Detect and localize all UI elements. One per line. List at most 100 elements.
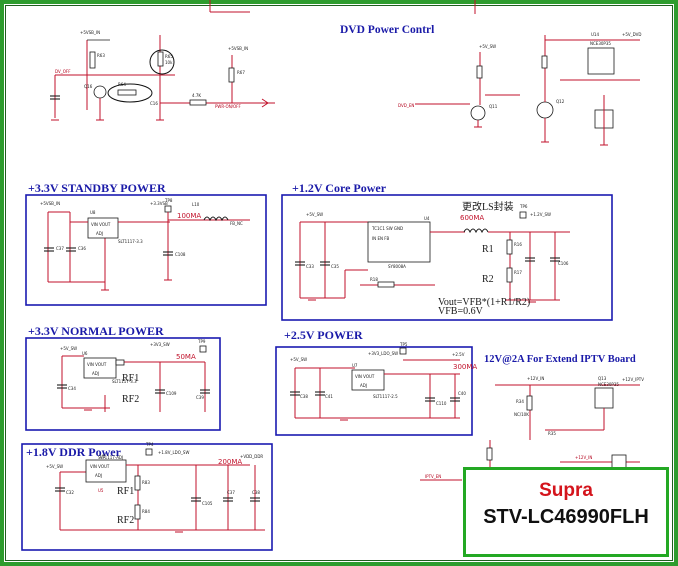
- highlight-circle-r65: [149, 49, 175, 75]
- testpoint-tp6: [519, 211, 527, 219]
- label-nm-adj: ADJ: [92, 371, 99, 376]
- label-v25-adj: ADJ: [360, 383, 367, 388]
- resistor-r67: [228, 67, 235, 83]
- note-r1: R1: [482, 244, 494, 255]
- standby-power-circuit: +5VSB_IN C37 C36 U8 VIN VOUT ADJ SLT1117…: [40, 198, 250, 291]
- note-nm-rf2: RF2: [122, 394, 139, 405]
- resistor-r65: [157, 51, 164, 67]
- label-r63: R63: [97, 53, 105, 58]
- label-nm-tp: TP9: [197, 339, 206, 344]
- v25-power-circuit: +5V_SW +3V3_LDO_SW TP5 C38 C41 U7 VIN VO…: [290, 342, 477, 421]
- resistor-r63: [89, 51, 96, 69]
- label-dvd-5vsb-in: +5VSB_IN: [80, 30, 100, 35]
- label-core-tp: TP6: [519, 204, 528, 209]
- testpoint-tp8: [164, 205, 172, 213]
- mosfet-q13: [594, 387, 614, 409]
- regulator-sb-u8: [87, 217, 119, 239]
- label-ip-in: +12V_IN: [527, 376, 544, 381]
- label-core-r17: R17: [514, 270, 522, 275]
- testpoint-tp5: [399, 347, 407, 355]
- transistor-q12: [536, 101, 554, 119]
- label-v25-u7: U7: [352, 363, 358, 368]
- label-ddr-tp: TP4: [145, 442, 154, 447]
- label-sb-vin: VIN VOUT: [91, 222, 111, 227]
- mosfet-u14: [587, 47, 615, 75]
- resistor-r34: [526, 395, 533, 411]
- label-sb-u8: U8: [90, 210, 96, 215]
- label-v25-in2: +3V3_LDO_SW: [368, 351, 398, 356]
- normal-power-circuit: +5V_SW C34 U6 VIN VOUT ADJ SLT1117-3.3 +…: [57, 339, 210, 412]
- label-v25-out: +2.5V: [452, 352, 465, 357]
- regulator-core-u4: [367, 221, 431, 263]
- testpoint-tp4: [145, 448, 153, 456]
- label-sb-c36: C36: [78, 246, 86, 251]
- label-nm-c39: C39: [196, 395, 204, 400]
- core-power-circuit: +5V_SW C33 C35 U4 TC1C1 SW GND IN EN FB …: [295, 200, 570, 317]
- note-200ma: 200MA: [218, 458, 242, 466]
- label-ip-5v: +12V_IN: [575, 455, 592, 460]
- label-core-c33: C33: [306, 264, 314, 269]
- label-r65-value: 10k: [165, 60, 173, 65]
- resistor-ip-r36: [486, 447, 493, 461]
- note-600ma: 600MA: [460, 214, 484, 222]
- label-ip-en: IPTV_EN: [425, 474, 441, 479]
- label-ddr-c37: C37: [227, 490, 235, 495]
- regulator-v25-u7: [351, 369, 385, 391]
- label-dvd-5v-sw: +5V_SW: [479, 44, 496, 49]
- label-ddr-r84: R84: [142, 509, 150, 514]
- resistor-r64: [117, 89, 137, 96]
- label-sb-tp: TP8: [164, 198, 173, 203]
- title-25v-power: +2.5V POWER: [284, 328, 363, 342]
- resistor-r83: [134, 475, 141, 491]
- label-nm-vin: VIN VOUT: [87, 362, 107, 367]
- label-v25-c41: C41: [325, 394, 333, 399]
- label-nm-u6: U6: [82, 351, 88, 356]
- brand-label-box: Supra STV-LC46990FLH: [463, 467, 669, 557]
- note-nm-rf1: RF1: [122, 373, 139, 384]
- label-nm-c109: C109: [166, 391, 177, 396]
- label-core-r16: R16: [514, 242, 522, 247]
- inductor-l-core: [463, 228, 489, 234]
- label-v25-vin: VIN VOUT: [355, 374, 375, 379]
- label-sb-l: L10: [192, 202, 200, 207]
- label-dvd-onoff: DV_OFF: [55, 69, 71, 74]
- label-ddr-vin: VIN VOUT: [90, 464, 110, 469]
- label-core-c106: C106: [558, 261, 569, 266]
- inductor-l10: [203, 216, 229, 222]
- block-25v-power: [275, 346, 473, 436]
- label-core-ic-pins2: IN EN FB: [372, 236, 390, 241]
- label-pwr-onoff: PWR-ON/OFF: [215, 104, 241, 109]
- block-core-power: [281, 194, 613, 321]
- iptv-circuit: +12V_IN R34 NC/10K Q13 NCE30P35 +12V_IPT…: [420, 376, 644, 481]
- note-ddr-rf2: RF2: [117, 515, 134, 526]
- resistor-4k7: [189, 99, 207, 106]
- label-ddr-adj: ADJ: [95, 473, 102, 478]
- label-q11: Q11: [489, 104, 498, 109]
- note-vout: Vout=VFB*(1+R1/R2): [438, 297, 530, 308]
- label-ddr-u5: U5: [100, 454, 106, 459]
- label-c16: C16: [150, 101, 158, 106]
- label-q12: Q12: [556, 99, 565, 104]
- label-ddr-out: +1.8V_LDO_SW: [158, 450, 189, 455]
- resistor-r17: [506, 267, 513, 283]
- title-normal-power: +3.3V NORMAL POWER: [28, 324, 164, 338]
- top-stubs: [209, 0, 476, 14]
- note-r2: R2: [482, 274, 494, 285]
- label-ip-out: +12V_IPTV: [622, 377, 644, 382]
- label-nm-out: +3V3_SW: [150, 342, 170, 347]
- label-r64: R64: [118, 82, 126, 87]
- label-v25-c38: C38: [300, 394, 308, 399]
- label-core-u4: U4: [424, 216, 430, 221]
- label-r65: R65: [165, 54, 173, 59]
- note-chinese: 更改LS封装: [462, 200, 514, 213]
- label-core-c35: C35: [331, 264, 339, 269]
- transistor-q11: [470, 105, 486, 121]
- ddr-power-circuit: +5V_SW C32 U5 VIN VOUT ADJ SLT1117-ADJ U…: [46, 442, 265, 533]
- note-vfb: VFB=0.6V: [438, 306, 484, 317]
- label-ip-mos: NCE30P35: [598, 382, 619, 387]
- label-dvd-en: DVD_EN: [398, 103, 414, 108]
- label-v25-c110: C110: [436, 401, 447, 406]
- label-nm-ic: SLT1117-3.3: [112, 379, 137, 384]
- block-normal-power: [25, 337, 221, 431]
- label-sb-c37: C37: [56, 246, 64, 251]
